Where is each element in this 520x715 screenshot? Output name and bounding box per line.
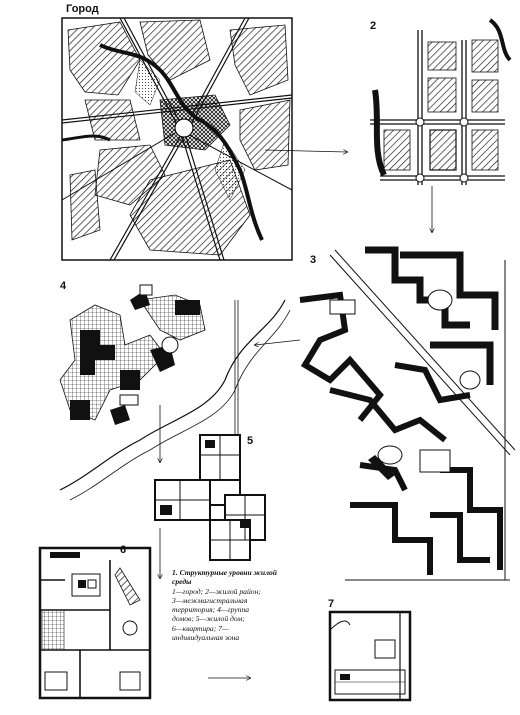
- label-panel-6: 6: [120, 544, 127, 556]
- panel-apartment: [38, 546, 152, 700]
- panel-residential-house: [154, 434, 266, 561]
- panel-residential-district: [370, 18, 512, 185]
- label-panel-3: 3: [310, 254, 317, 266]
- caption-line: домов; 5—жилой дом;: [172, 614, 245, 624]
- label-city: Город: [66, 3, 99, 15]
- caption-line: территория; 4—группа: [172, 605, 250, 615]
- panel-individual-zone: [328, 610, 412, 702]
- caption-line: 3—межмагистральная: [172, 595, 248, 605]
- panel-group-of-houses: [59, 284, 291, 501]
- caption-title: 1. Структурные уровни жилой среды: [172, 568, 277, 587]
- panel-inter-arterial-territory: [299, 246, 516, 581]
- figure-caption: 1. Структурные уровни жилой среды 1—горо…: [172, 568, 297, 642]
- caption-line: 1—город; 2—жилой район;: [172, 586, 261, 596]
- label-panel-5: 5: [247, 435, 254, 447]
- caption-line: индивидуальная зона: [172, 633, 240, 643]
- label-panel-4: 4: [60, 280, 67, 292]
- label-panel-2: 2: [370, 20, 377, 32]
- caption-line: 6—квартира; 7—: [172, 623, 229, 633]
- panel-city-map: [61, 17, 293, 261]
- label-panel-7: 7: [328, 598, 335, 610]
